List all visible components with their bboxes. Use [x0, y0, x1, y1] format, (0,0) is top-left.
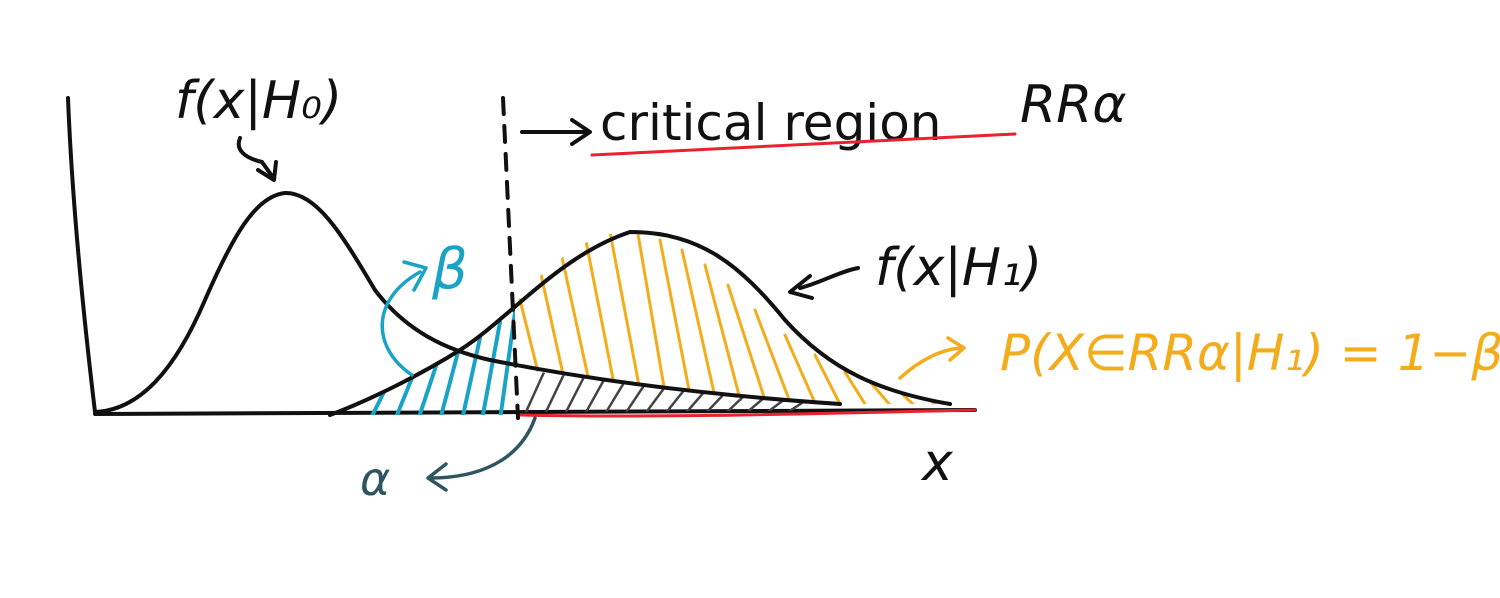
beta-region-hatch — [368, 303, 515, 415]
h1-curve-label: f(x|H₁) — [875, 238, 1042, 298]
power-label: P(X∈RRα|H₁) = 1−β — [1000, 324, 1500, 382]
beta-label: β — [431, 237, 468, 302]
power-arrow — [898, 336, 966, 380]
alpha-label: α — [360, 452, 390, 506]
critical-region-arrow — [520, 118, 592, 146]
critical-region-axis-highlight — [518, 408, 977, 418]
beta-arrow — [380, 260, 428, 377]
h0-curve-label: f(x|H₀) — [175, 71, 342, 131]
h0-label-arrow — [236, 136, 278, 182]
y-axis — [66, 96, 97, 414]
x-axis-label: x — [920, 433, 954, 493]
critical-region-label: critical region — [600, 94, 941, 152]
h1-density-curve — [328, 229, 952, 417]
h0-density-curve — [93, 190, 842, 414]
x-axis — [93, 408, 977, 416]
alpha-arrow — [426, 416, 537, 492]
rr-alpha-label: RRα — [1020, 75, 1127, 135]
critical-region-underline — [590, 132, 1017, 157]
alpha-region-hatch — [523, 368, 807, 412]
h1-label-arrow — [788, 266, 860, 300]
critical-value-line — [501, 96, 520, 420]
power-region-hatch — [518, 232, 940, 404]
